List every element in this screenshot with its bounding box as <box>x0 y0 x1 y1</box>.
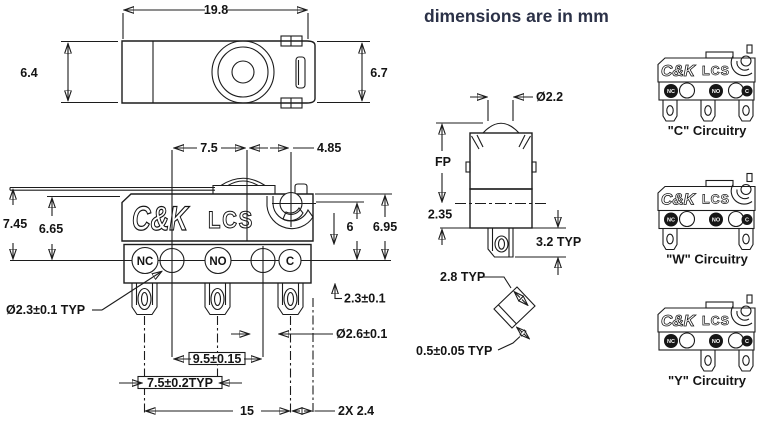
terminal-label-c: C <box>745 89 749 95</box>
model-name: LCS <box>208 207 254 234</box>
terminal-markers: NC NO C <box>131 150 302 357</box>
dim-terminal-length: 3.2 TYP <box>536 210 581 275</box>
dim-slot-offset: 2.3±0.1 <box>334 213 386 306</box>
dim-body-height: 6.65 <box>39 195 120 259</box>
top-view-body <box>121 35 316 109</box>
brand-logo: C&K <box>132 200 190 238</box>
dim-label-lever-height: 7.45 <box>3 217 27 231</box>
dim-terminal-width: 2.8 TYP <box>440 270 528 305</box>
dim-top-height-right: 6.7 <box>317 40 388 104</box>
dim-label-plunger-dia: Ø2.2 <box>536 90 563 104</box>
dim-terminal-span: 15 <box>146 404 289 418</box>
dim-label-terminal-thickness: 0.5±0.05 TYP <box>416 344 492 358</box>
terminal-label-nc: NC <box>667 218 675 224</box>
terminal-label-no: NO <box>712 339 721 345</box>
model-name: LCS <box>702 64 730 78</box>
dim-label-pivot-offset: 4.85 <box>317 141 341 155</box>
dim-label-terminal-width: 2.8 TYP <box>440 270 485 284</box>
dim-label-terminal-pitch: 9.5±0.15 <box>193 352 242 366</box>
dim-label-terminal-length: 3.2 TYP <box>536 235 581 249</box>
vent-nub <box>294 183 308 194</box>
top-view-button-hole <box>231 60 255 84</box>
dim-pivot-offset: 4.85 <box>251 141 341 155</box>
side-view: Ø2.2 FP 2.35 <box>416 90 581 358</box>
terminal-label-c: C <box>286 256 294 268</box>
front-view: C&K LCS NC NO C <box>3 141 397 418</box>
dim-body-right-outer: 6.95 <box>315 193 397 259</box>
lever-arm <box>9 186 215 191</box>
dim-label-plunger-offset: 7.5 <box>200 141 217 155</box>
dim-base-height: 2.35 <box>428 208 452 245</box>
dim-label-top-height-right: 6.7 <box>370 66 387 80</box>
terminal-label-c: C <box>745 339 749 345</box>
dim-free-position: FP <box>435 122 483 202</box>
dim-top-height-left: 6.4 <box>20 40 118 104</box>
dim-label-terminal-dia: Ø2.6±0.1 <box>336 327 387 341</box>
top-view-button-outer <box>211 40 275 104</box>
terminal-label-c: C <box>745 218 749 224</box>
dim-terminal-pitch: 9.5±0.15 <box>175 351 261 366</box>
dim-mount-hole: Ø2.3±0.1 TYP <box>6 272 162 317</box>
plunger <box>212 177 276 194</box>
circuit-caption-c: "C" Circuitry <box>668 123 748 138</box>
terminal-label-no: NO <box>712 218 721 224</box>
terminal-label-no: NO <box>712 89 721 95</box>
dim-terminal-pitch-typ: 7.5±0.2TYP <box>119 375 242 390</box>
terminal-tabs <box>131 283 304 316</box>
brand-logo: C&K <box>661 192 696 209</box>
dim-lever-height: 7.45 <box>3 190 27 259</box>
terminal-label-no: NO <box>209 256 226 268</box>
dim-label-top-width: 19.8 <box>204 3 228 17</box>
circuit-caption-y: "Y" Circuitry <box>668 373 747 388</box>
dim-edge-offset: 2X 2.4 <box>293 404 374 418</box>
dim-terminal-dia: Ø2.6±0.1 <box>231 327 387 341</box>
dim-top-width: 19.8 <box>122 3 309 39</box>
circuit-diagram-y: C&K LCS NC NO C "Y" Circuitry <box>657 294 756 388</box>
terminal-label-nc: NC <box>667 89 675 95</box>
dim-label-top-height-left: 6.4 <box>20 66 37 80</box>
model-name: LCS <box>702 193 730 207</box>
dim-label-edge-offset: 2X 2.4 <box>338 404 374 418</box>
side-view-terminal <box>487 228 566 258</box>
brand-logo: C&K <box>661 63 696 80</box>
circuit-caption-w: "W" Circuitry <box>666 252 748 267</box>
dim-terminal-thickness: 0.5±0.05 TYP <box>416 328 529 358</box>
terminal-cross-section <box>493 286 536 329</box>
dim-label-body-right-outer: 6.95 <box>373 220 397 234</box>
dim-label-terminal-span: 15 <box>240 404 254 418</box>
dim-plunger-offset: 7.5 <box>175 141 245 155</box>
circuit-diagram-c: C&K LCS NC NO C "C" Circuitry <box>657 44 756 138</box>
model-name: LCS <box>702 314 730 328</box>
dim-body-right-inner: 6 <box>316 201 364 259</box>
dim-plunger-dia: Ø2.2 <box>470 90 563 121</box>
terminal-label-nc: NC <box>137 256 154 268</box>
side-view-body <box>440 122 566 229</box>
dim-label-terminal-pitch-typ: 7.5±0.2TYP <box>147 376 213 390</box>
units-note: dimensions are in mm <box>424 6 609 26</box>
top-view: 19.8 6.4 <box>20 3 388 109</box>
dim-label-free-position: FP <box>435 155 451 169</box>
dim-label-body-right-inner: 6 <box>347 220 354 234</box>
switch-body-lower <box>123 243 312 284</box>
dim-label-base-height: 2.35 <box>428 208 452 222</box>
circuit-diagram-w: C&K LCS NC NO C "W" Circuitry <box>657 172 756 267</box>
brand-logo: C&K <box>661 313 696 330</box>
terminal-label-nc: NC <box>667 339 675 345</box>
dim-label-mount-hole: Ø2.3±0.1 TYP <box>6 303 85 317</box>
dim-label-body-height: 6.65 <box>39 222 63 236</box>
pivot <box>266 152 316 230</box>
dim-label-slot-offset: 2.3±0.1 <box>344 292 386 306</box>
